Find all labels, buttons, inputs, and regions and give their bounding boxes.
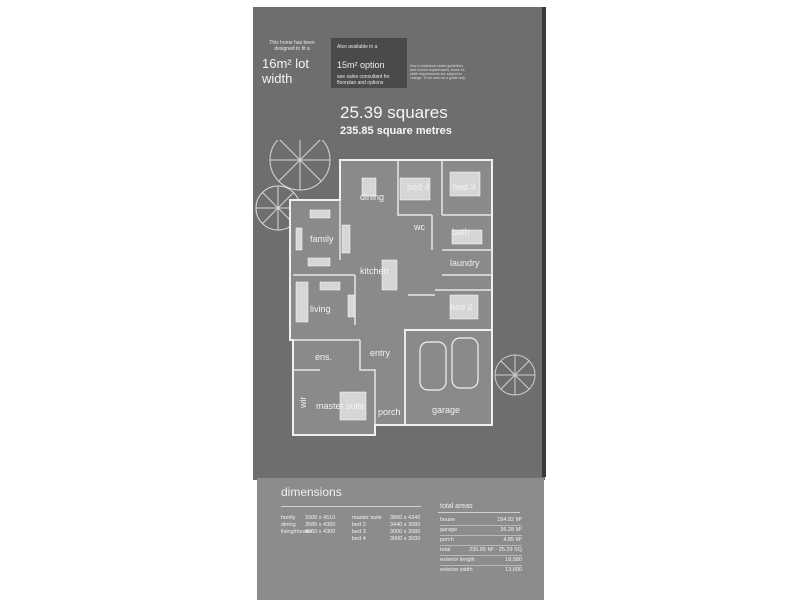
area-row: porch 4.85 M²	[440, 536, 522, 546]
area-value: 235.85 M² - 25.39 SQ	[469, 547, 522, 553]
dimensions-col1-values: 3300 x 4510 3585 x 4350 4060 x 4300	[305, 515, 345, 536]
area-row: exterior width 13,600	[440, 566, 522, 575]
area-squares: 25.39 squares	[340, 103, 448, 122]
dimensions-title: dimensions	[281, 485, 342, 499]
dimensions-panel	[257, 478, 544, 600]
lot-width-label: 16m² lot width	[262, 56, 309, 86]
dim-value: 3000 x 3030	[390, 536, 421, 542]
area-square-metres: 235.85 square metres	[340, 125, 452, 137]
area-label: exterior length	[440, 557, 475, 563]
area-label: total	[440, 547, 451, 553]
dimensions-col2-labels: master suite bed 2 bed 3 bed 4	[352, 515, 392, 543]
total-areas-title: total areas	[440, 503, 473, 510]
area-row: garage 36.28 M²	[440, 526, 522, 536]
lot-designed-text: This home has been designed to fit a	[269, 40, 315, 52]
area-value: 36.28 M²	[500, 527, 522, 533]
dimensions-col2-values: 3860 x 4340 3440 x 3080 3000 x 3080 3000…	[390, 515, 434, 543]
room-wir: wir	[298, 397, 308, 410]
shrub-icon	[494, 354, 536, 396]
area-value: 13,600	[505, 567, 522, 573]
room-kitchen: kitchen	[360, 266, 389, 276]
dim-value: 3440 x 3080	[390, 522, 421, 528]
option-box	[331, 38, 407, 88]
dim-label: bed 4	[352, 536, 366, 542]
option-available-text: Also available in a	[337, 44, 378, 50]
floor-plan: dining bed 4 bed 3 family wc bath kitche…	[255, 140, 536, 436]
room-garage: garage	[432, 405, 460, 415]
area-row: total 235.85 M² - 25.39 SQ	[440, 546, 522, 556]
area-label: garage	[440, 527, 458, 533]
option-label: 15m² option	[337, 60, 385, 70]
dim-value: 3300 x 4510	[305, 515, 336, 521]
area-value: 194.82 M²	[497, 517, 522, 523]
room-family: family	[310, 234, 334, 244]
divider	[281, 506, 421, 507]
room-bed3: bed 3	[453, 182, 476, 192]
dim-label: bed 3	[352, 529, 366, 535]
car-icon	[419, 337, 479, 391]
room-bed2: bed 2	[450, 302, 473, 312]
room-bath: bath	[452, 227, 470, 237]
dim-value: 3585 x 4350	[305, 522, 336, 528]
room-living: living	[310, 304, 331, 314]
room-wc: wc	[413, 222, 425, 232]
area-value: 18,580	[505, 557, 522, 563]
area-value: 4.85 M²	[503, 537, 522, 543]
total-areas-table: house 194.82 M² garage 36.28 M² porch 4.…	[440, 516, 522, 575]
disclaimer-text: Due to individual estate guidelines and …	[410, 64, 466, 80]
scan-edge	[542, 7, 546, 477]
dim-value: 3860 x 4340	[390, 515, 421, 521]
room-dining: dining	[360, 192, 384, 202]
room-laundry: laundry	[450, 258, 480, 268]
area-label: porch	[440, 537, 454, 543]
area-row: house 194.82 M²	[440, 516, 522, 526]
dim-label: master suite	[352, 515, 382, 521]
dim-label: living/theatre	[281, 529, 313, 535]
room-ens: ens.	[315, 352, 332, 362]
room-master-suite: master suite	[316, 401, 365, 411]
room-porch: porch	[378, 407, 401, 417]
room-bed4: bed 4	[407, 182, 430, 192]
area-row: exterior length 18,580	[440, 556, 522, 566]
option-consult-note: see sales consultant for floorplan and o…	[337, 74, 390, 86]
area-label: exterior width	[440, 567, 473, 573]
dimensions-col1-labels: family dining living/theatre	[281, 515, 343, 536]
divider	[438, 512, 520, 513]
dim-value: 4060 x 4300	[305, 529, 336, 535]
area-label: house	[440, 517, 455, 523]
dim-label: dining	[281, 522, 296, 528]
dim-value: 3000 x 3080	[390, 529, 421, 535]
room-entry: entry	[370, 348, 391, 358]
dim-label: bed 2	[352, 522, 366, 528]
dim-label: family	[281, 515, 296, 521]
